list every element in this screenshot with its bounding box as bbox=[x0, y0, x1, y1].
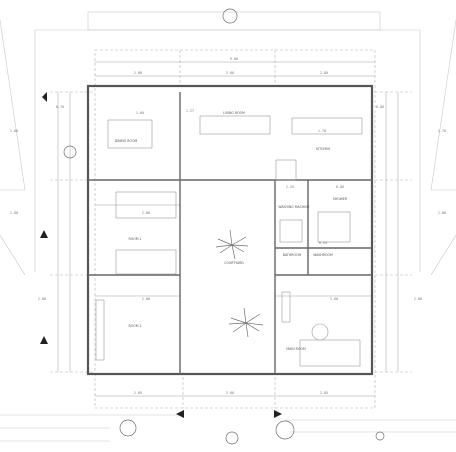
room-label-washroom: WASHROOM bbox=[313, 253, 333, 257]
furniture bbox=[95, 115, 363, 367]
shrub-icon bbox=[225, 431, 239, 445]
dimension-lines bbox=[57, 61, 399, 397]
dim-shower-width: 0.80 bbox=[336, 185, 344, 189]
dim-small-b: 0.80 bbox=[376, 105, 384, 109]
shrub-icon bbox=[375, 431, 385, 441]
dim-main-width: 1.60 bbox=[330, 297, 338, 301]
wardrobe-2 bbox=[95, 299, 105, 361]
section-arrow-icon bbox=[176, 410, 184, 418]
wardrobe-main bbox=[281, 291, 291, 323]
dim-left-mid: 1.80 bbox=[10, 211, 18, 215]
dashed-outline bbox=[50, 49, 412, 409]
dim-top-overall: 9.00 bbox=[230, 57, 238, 61]
shower-tray bbox=[317, 211, 351, 243]
section-arrow-icon bbox=[42, 92, 47, 102]
dim-bottom-a: 2.85 bbox=[134, 391, 142, 395]
stove bbox=[275, 159, 297, 181]
room-label-room2: ROOM 2 bbox=[128, 324, 141, 328]
dim-dining-width: 1.60 bbox=[136, 111, 144, 115]
room-label-room1: ROOM 1 bbox=[128, 237, 141, 241]
plants bbox=[63, 8, 385, 445]
washing-machine bbox=[279, 219, 303, 243]
dim-bath-width: 2.25 bbox=[286, 185, 294, 189]
room-label-washing: WASHING MACHINE bbox=[278, 205, 309, 209]
dim-room1-width: 2.80 bbox=[142, 211, 150, 215]
main-bed bbox=[299, 339, 361, 367]
room-labels: DINING ROOM LIVING ROOM KITCHEN ROOM 1 R… bbox=[115, 111, 348, 351]
section-markers bbox=[40, 92, 282, 418]
dim-top-mid: 2.80 bbox=[226, 71, 234, 75]
dim-living-width: 1.27 bbox=[186, 109, 194, 113]
bed-2 bbox=[115, 249, 177, 275]
dim-left-low: 2.80 bbox=[38, 297, 46, 301]
dim-kitchen-width: 1.70 bbox=[318, 129, 326, 133]
dim-small-a: 0.70 bbox=[56, 105, 64, 109]
dining-table bbox=[107, 119, 153, 149]
shrub-icon bbox=[275, 420, 295, 440]
interior-walls bbox=[88, 92, 372, 374]
section-arrow-icon bbox=[40, 230, 48, 238]
palm-icon bbox=[215, 229, 249, 260]
dim-bottom-c: 2.85 bbox=[320, 391, 328, 395]
room-label-main: MAIN ROOM bbox=[286, 347, 306, 351]
room-label-living: LIVING ROOM bbox=[223, 111, 245, 115]
section-arrow-icon bbox=[40, 336, 48, 344]
site-lines bbox=[0, 11, 456, 442]
shrub-icon bbox=[222, 8, 238, 24]
dim-right-mid: 1.80 bbox=[438, 211, 446, 215]
room-label-courtyard: COURTYARD bbox=[224, 261, 244, 265]
room-label-dining: DINING ROOM bbox=[115, 139, 138, 143]
dim-top-left: 2.80 bbox=[134, 71, 142, 75]
dim-top-right: 2.80 bbox=[320, 71, 328, 75]
dim-right-top: 1.70 bbox=[438, 129, 446, 133]
room-label-bathroom: BATHROOM bbox=[283, 253, 302, 257]
section-arrow-icon bbox=[274, 410, 282, 418]
dim-left-top: 1.80 bbox=[10, 129, 18, 133]
shrub-icon bbox=[119, 419, 137, 437]
bed-1 bbox=[115, 191, 177, 219]
dim-room2-width: 2.80 bbox=[142, 297, 150, 301]
chair bbox=[311, 323, 329, 341]
dim-bottom-b: 2.80 bbox=[226, 391, 234, 395]
kitchen-counter bbox=[291, 117, 363, 135]
exterior-walls bbox=[86, 84, 374, 376]
dim-wash-width: 0.93 bbox=[319, 241, 327, 245]
room-label-kitchen: KITCHEN bbox=[316, 147, 330, 151]
shrub-icon bbox=[63, 145, 77, 159]
living-table bbox=[199, 115, 271, 135]
dim-right-low: 2.80 bbox=[414, 297, 422, 301]
room-label-shower: SHOWER bbox=[333, 197, 348, 201]
palm-icon bbox=[228, 307, 264, 338]
dimension-labels: 9.00 2.80 2.80 2.80 2.85 2.80 2.85 1.80 … bbox=[10, 57, 446, 395]
